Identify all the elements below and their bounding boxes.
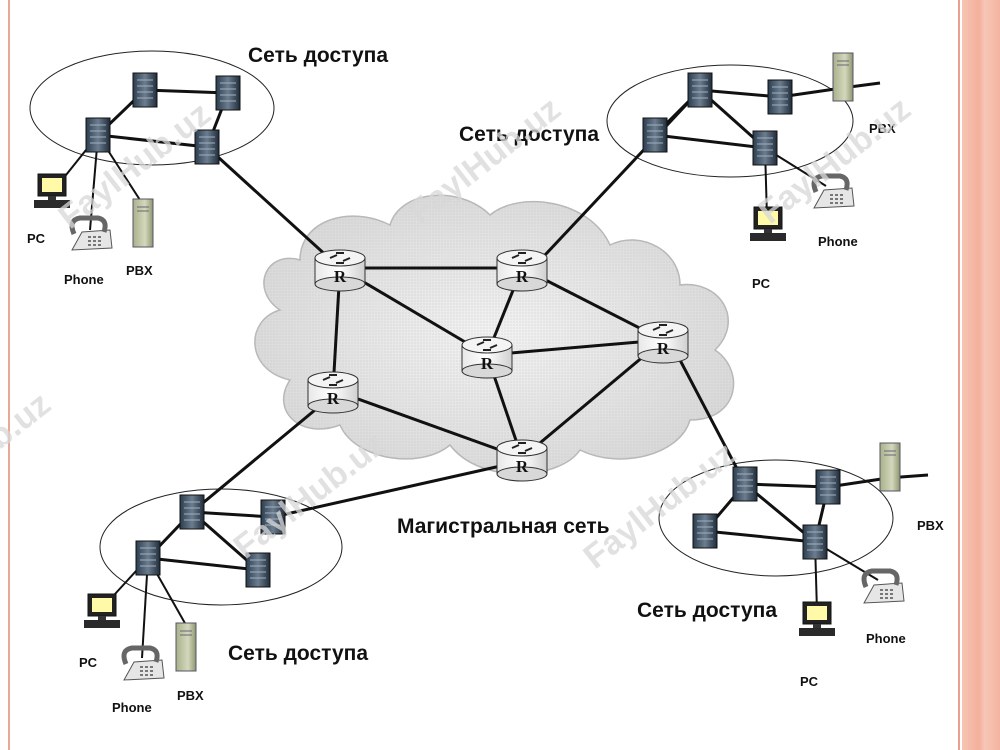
router-letter: R bbox=[327, 389, 340, 408]
network-diagram: R R R R R R Сеть доступа Сеть доступа Магистр… bbox=[0, 44, 944, 715]
slide-border-right-line bbox=[958, 0, 960, 750]
switch-icon bbox=[194, 129, 220, 165]
label-pc-br: PC bbox=[800, 674, 819, 689]
switch-icon bbox=[245, 552, 271, 588]
switch-icon bbox=[687, 72, 713, 108]
label-access-bottom-left: Сеть доступа bbox=[228, 642, 368, 665]
switch-icon bbox=[215, 75, 241, 111]
switch-icon bbox=[132, 72, 158, 108]
phone-icon bbox=[811, 173, 855, 209]
switch-icon bbox=[815, 469, 841, 505]
pc-icon bbox=[84, 593, 120, 628]
label-phone-bl: Phone bbox=[112, 700, 152, 715]
label-pbx-tl: PBX bbox=[126, 263, 153, 278]
label-phone-tl: Phone bbox=[64, 272, 104, 287]
pc-icon bbox=[34, 173, 70, 208]
pbx-icon bbox=[832, 52, 854, 102]
phones bbox=[69, 173, 905, 681]
watermark-4: FaylHub.uz bbox=[0, 385, 58, 527]
access-ellipse-top-left bbox=[29, 50, 275, 166]
switches bbox=[85, 72, 841, 588]
access-ellipse-bottom-right bbox=[658, 459, 894, 577]
label-phone-br: Phone bbox=[866, 631, 906, 646]
router-icon: R bbox=[314, 249, 366, 292]
label-pc-tl: PC bbox=[27, 231, 46, 246]
label-access-top-right: Сеть доступа bbox=[459, 123, 599, 146]
pc-icon bbox=[750, 206, 786, 241]
switch-icon bbox=[642, 117, 668, 153]
routers: R R R R R R bbox=[307, 249, 689, 482]
switch-icon bbox=[732, 466, 758, 502]
router-icon: R bbox=[637, 321, 689, 364]
router-letter: R bbox=[334, 267, 347, 286]
router-icon: R bbox=[496, 439, 548, 482]
switch-icon bbox=[260, 499, 286, 535]
switch-icon bbox=[692, 513, 718, 549]
pbx-icon bbox=[175, 622, 197, 672]
label-pbx-tr: PBX bbox=[869, 121, 896, 136]
router-icon: R bbox=[496, 249, 548, 292]
router-letter: R bbox=[481, 354, 494, 373]
pbxs bbox=[132, 52, 901, 672]
switch-icon bbox=[179, 494, 205, 530]
switch-icon bbox=[85, 117, 111, 153]
label-phone-tr: Phone bbox=[818, 234, 858, 249]
pc-icon bbox=[799, 601, 835, 636]
label-pc-bl: PC bbox=[79, 655, 98, 670]
slide-border-left bbox=[8, 0, 10, 750]
label-backbone: Магистральная сеть bbox=[397, 515, 610, 538]
pbx-icon bbox=[132, 198, 154, 248]
access-ellipse-top-right bbox=[606, 64, 854, 178]
label-access-bottom-right: Сеть доступа bbox=[637, 599, 777, 622]
router-icon: R bbox=[307, 371, 359, 414]
switch-icon bbox=[767, 79, 793, 115]
switch-icon bbox=[802, 524, 828, 560]
label-pbx-br: PBX bbox=[917, 518, 944, 533]
label-pc-tr: PC bbox=[752, 276, 771, 291]
label-access-top-left: Сеть доступа bbox=[248, 44, 388, 67]
pbx-icon bbox=[879, 442, 901, 492]
slide-border-right bbox=[962, 0, 1000, 750]
router-letter: R bbox=[657, 339, 670, 358]
switch-icon bbox=[135, 540, 161, 576]
pcs bbox=[34, 173, 835, 636]
phone-icon bbox=[121, 645, 165, 681]
router-letter: R bbox=[516, 457, 529, 476]
switch-icon bbox=[752, 130, 778, 166]
router-letter: R bbox=[516, 267, 529, 286]
router-icon: R bbox=[461, 336, 513, 379]
phone-icon bbox=[69, 215, 113, 251]
label-pbx-bl: PBX bbox=[177, 688, 204, 703]
phone-icon bbox=[861, 568, 905, 604]
